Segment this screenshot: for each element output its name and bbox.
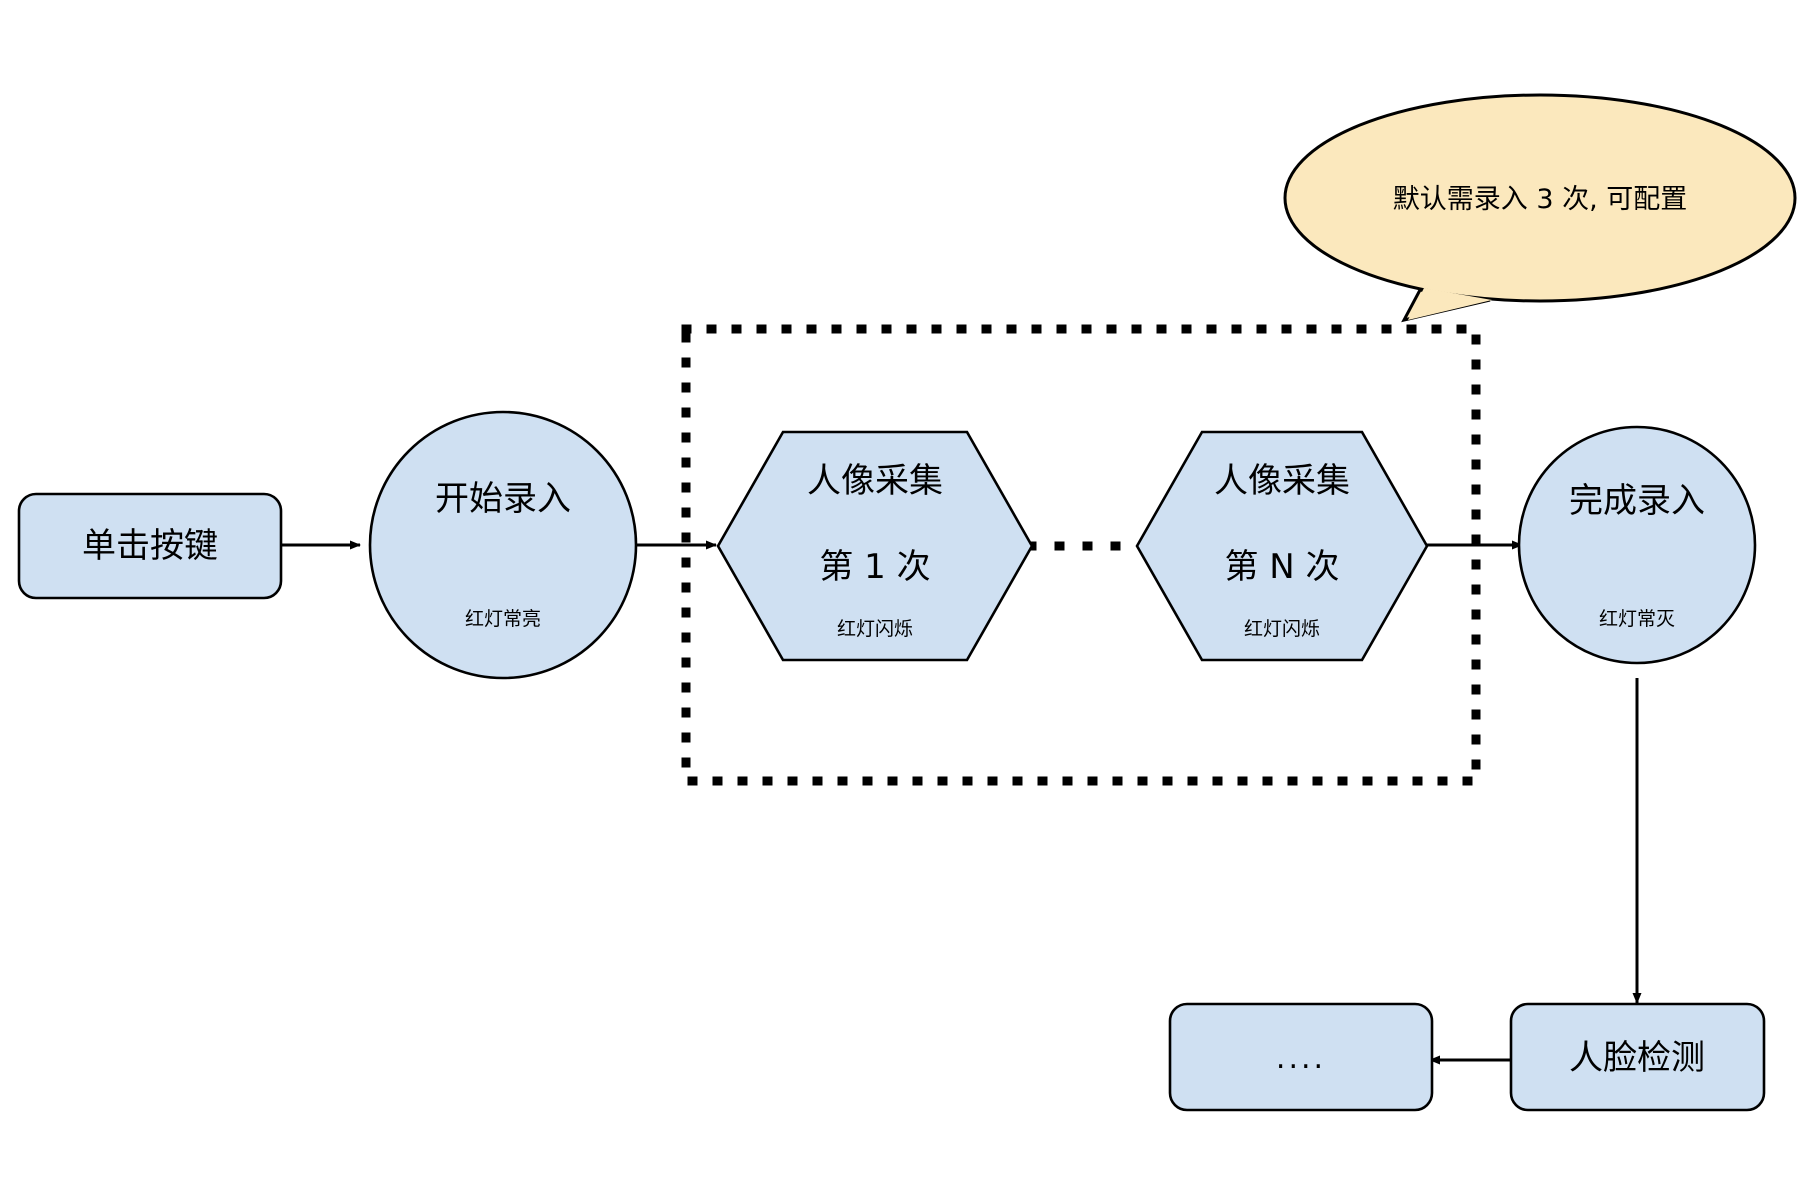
node-capture-nth-label-line2: 第 N 次: [1224, 547, 1339, 587]
node-finish-enroll[interactable]: 完成录入 红灯常灭: [1517, 425, 1757, 665]
node-finish-enroll-label: 完成录入: [1569, 481, 1705, 521]
node-face-detect-label: 人脸检测: [1569, 1038, 1705, 1078]
callout-bubble[interactable]: 默认需录入 3 次, 可配置: [1283, 93, 1797, 323]
node-capture-first-label-line1: 人像采集: [807, 461, 943, 501]
node-capture-first-label-line2: 第 1 次: [819, 547, 930, 587]
node-capture-first[interactable]: 人像采集 第 1 次 红灯闪烁: [716, 430, 1034, 662]
node-start-enroll[interactable]: 开始录入 红灯常亮: [368, 410, 638, 680]
node-capture-first-sublabel: 红灯闪烁: [837, 618, 913, 640]
callout-bubble-shape: [1283, 93, 1797, 303]
node-finish-enroll-shape: [1517, 425, 1757, 665]
node-face-detect[interactable]: 人脸检测: [1509, 1002, 1766, 1112]
node-more-steps[interactable]: ....: [1168, 1002, 1434, 1112]
node-more-steps-label: ....: [1276, 1041, 1326, 1076]
node-start-enroll-sublabel: 红灯常亮: [465, 608, 541, 630]
node-capture-nth-label-line1: 人像采集: [1214, 461, 1350, 501]
callout-bubble-text: 默认需录入 3 次, 可配置: [1393, 184, 1688, 215]
callout-tail-cover: [1408, 288, 1492, 320]
node-capture-nth[interactable]: 人像采集 第 N 次 红灯闪烁: [1135, 430, 1429, 662]
node-start-enroll-label: 开始录入: [435, 479, 571, 519]
node-capture-nth-shape: [1135, 430, 1429, 662]
node-more-steps-shape: [1168, 1002, 1434, 1112]
node-capture-nth-sublabel: 红灯闪烁: [1244, 618, 1320, 640]
node-click-button-label: 单击按键: [82, 526, 218, 566]
node-capture-first-shape: [716, 430, 1034, 662]
node-finish-enroll-sublabel: 红灯常灭: [1599, 608, 1675, 630]
node-face-detect-shape: [1509, 1002, 1766, 1112]
node-click-button[interactable]: 单击按键: [17, 492, 283, 600]
node-click-button-shape: [17, 492, 283, 600]
node-start-enroll-shape: [368, 410, 638, 680]
